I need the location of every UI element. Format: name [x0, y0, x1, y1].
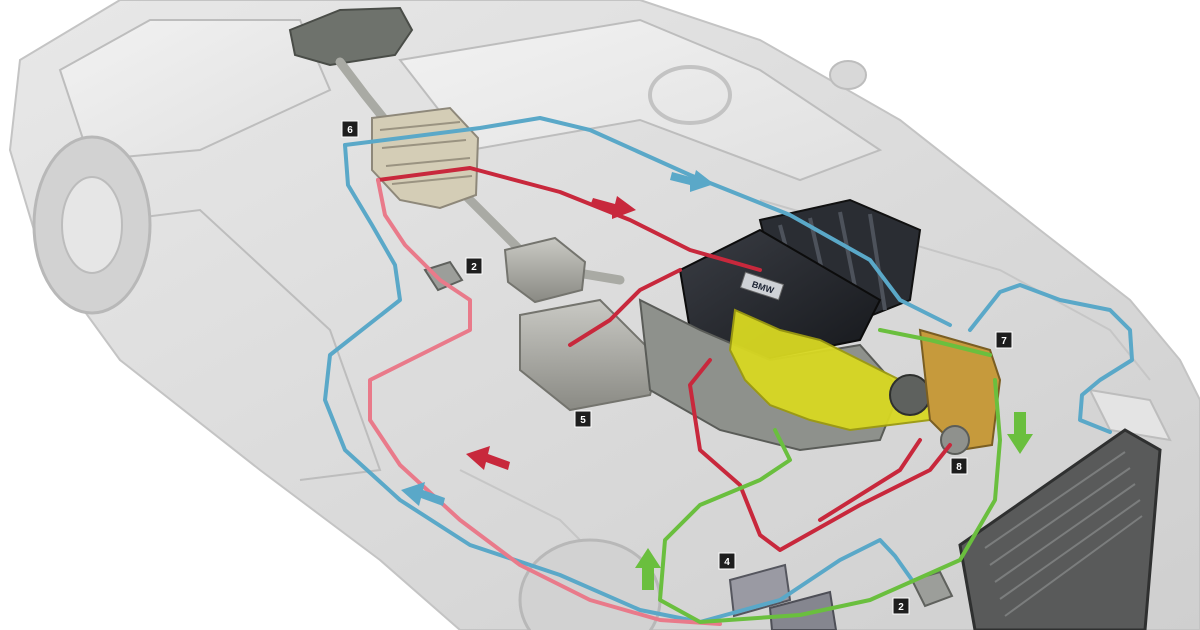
catalytic-converter	[519, 298, 662, 412]
engine-circuit-loop	[658, 378, 1002, 624]
engine-coolant-jacket	[728, 308, 937, 432]
hot-circuit-left	[368, 178, 722, 626]
hot-flow-arrow-left	[466, 446, 510, 470]
hot-circuit-thermostat	[818, 438, 922, 522]
engine-emblem-plate	[739, 271, 785, 301]
marker-4: 4	[718, 552, 736, 570]
cold-flow-arrow-left	[401, 482, 445, 506]
engine-flow-arrow-down	[1007, 412, 1033, 454]
flow-arrows	[401, 170, 1033, 590]
steering-wheel	[648, 65, 732, 125]
marker-5: 5	[574, 410, 592, 428]
svg-text:2: 2	[898, 602, 904, 613]
side-mirror	[829, 60, 867, 90]
headlight	[1088, 388, 1172, 442]
marker-2-rear: 2	[465, 257, 483, 275]
radiator	[958, 428, 1162, 630]
rear-muffler	[288, 6, 414, 67]
rear-electric-pump	[423, 260, 464, 292]
marker-8: 8	[950, 457, 968, 475]
svg-text:2: 2	[471, 262, 477, 273]
svg-text:8: 8	[956, 462, 962, 473]
marker-7: 7	[995, 331, 1013, 349]
marker-6: 6	[341, 120, 359, 138]
cold-flow-arrow-upper	[670, 170, 714, 192]
svg-text:6: 6	[347, 125, 353, 136]
thermostat-housing	[918, 328, 1002, 452]
svg-text:7: 7	[1001, 336, 1007, 347]
control-unit-lower	[768, 590, 838, 630]
cold-circuit-radiator-feed	[968, 283, 1134, 434]
engine-circuit-upper	[878, 328, 992, 357]
component-markers: 6 2 5 7 8 4 2	[341, 120, 1013, 615]
svg-text:5: 5	[580, 415, 586, 426]
hot-circuit-engine-loop	[688, 358, 952, 552]
marker-2-front: 2	[892, 597, 910, 615]
engine: BMW	[638, 198, 937, 452]
engine-flow-arrow-up	[635, 548, 661, 590]
coolant-circuits	[323, 116, 1134, 626]
middle-silencer	[503, 236, 587, 304]
rear-wheel-hub	[61, 176, 123, 274]
cold-circuit-left	[323, 143, 702, 624]
hot-flow-arrow-upper	[590, 196, 636, 219]
engine-pulley	[889, 374, 931, 416]
cold-circuit-front	[698, 538, 914, 624]
svg-text:4: 4	[724, 557, 730, 568]
windshield	[398, 18, 883, 182]
hot-circuit-manifold	[568, 268, 682, 347]
cold-circuit-upper	[343, 116, 952, 327]
